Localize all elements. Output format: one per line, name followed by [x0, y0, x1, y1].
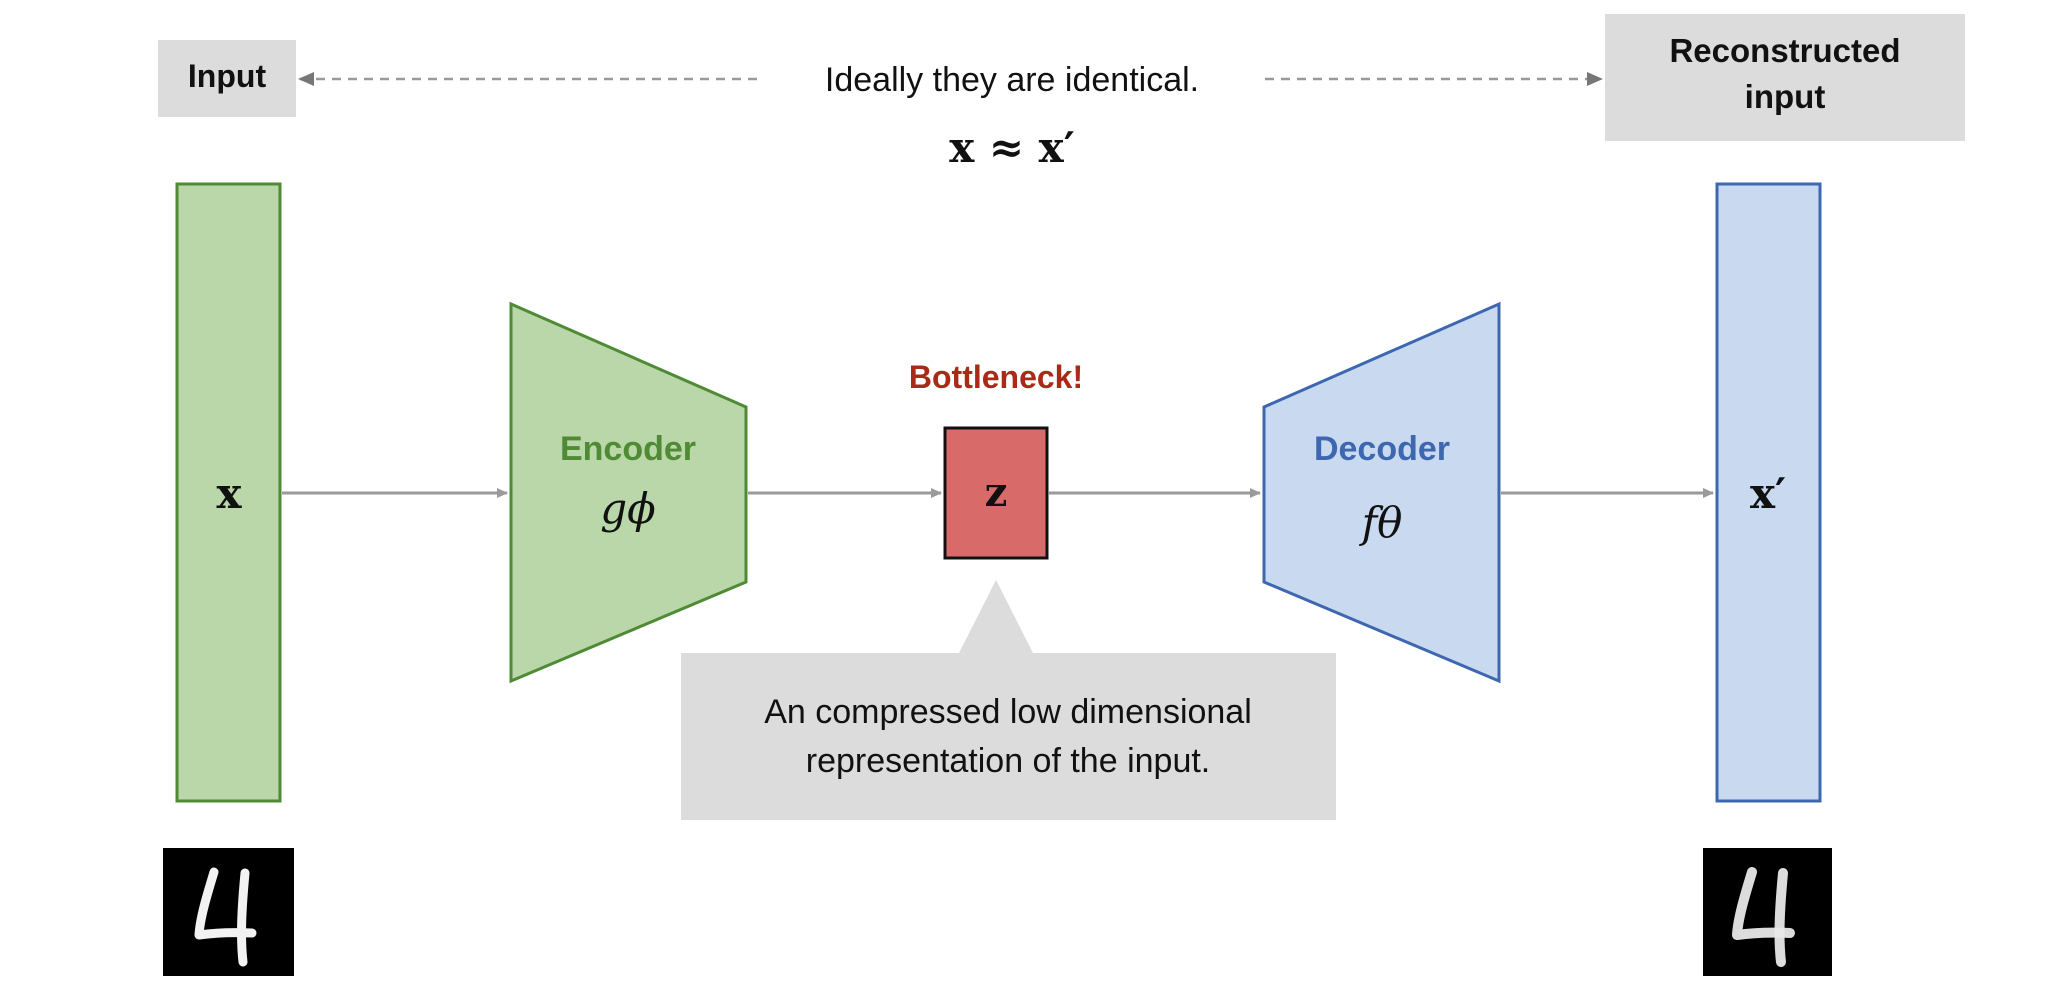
latent-callout-bubble [681, 580, 1336, 820]
latent-vector-box [943, 426, 1049, 560]
reconstructed-label-line1: Reconstructed [1669, 32, 1900, 69]
input-vector-bar [175, 182, 282, 803]
input-label-box [158, 40, 296, 117]
callout-line2: representation of the input. [806, 742, 1211, 780]
output-vector-label: x′ [1750, 469, 1786, 518]
bottleneck-title: Bottleneck! [909, 359, 1083, 395]
input-vector-label: x [216, 469, 242, 518]
decoder-function: fθ [1359, 498, 1403, 547]
output-digit-image [1703, 848, 1832, 976]
dashed-arrowhead-left [298, 72, 314, 86]
input-label: Input [188, 58, 267, 94]
callout-line1: An compressed low dimensional [764, 693, 1252, 731]
latent-vector-label: z [985, 469, 1008, 516]
decoder-block [1262, 301, 1501, 684]
ideal-text: Ideally they are identical. [825, 61, 1199, 99]
reconstructed-label-line2: input [1745, 78, 1826, 115]
encoder-title: Encoder [560, 430, 696, 468]
decoder-title: Decoder [1314, 430, 1450, 468]
encoder-block [509, 301, 748, 684]
dashed-arrowhead-right [1587, 72, 1603, 86]
reconstructed-label-box [1605, 14, 1965, 141]
encoder-function: gϕ [600, 484, 656, 533]
output-vector-bar [1715, 182, 1822, 803]
input-digit-image [163, 848, 294, 976]
ideal-formula: x ≈ x′ [949, 123, 1075, 172]
